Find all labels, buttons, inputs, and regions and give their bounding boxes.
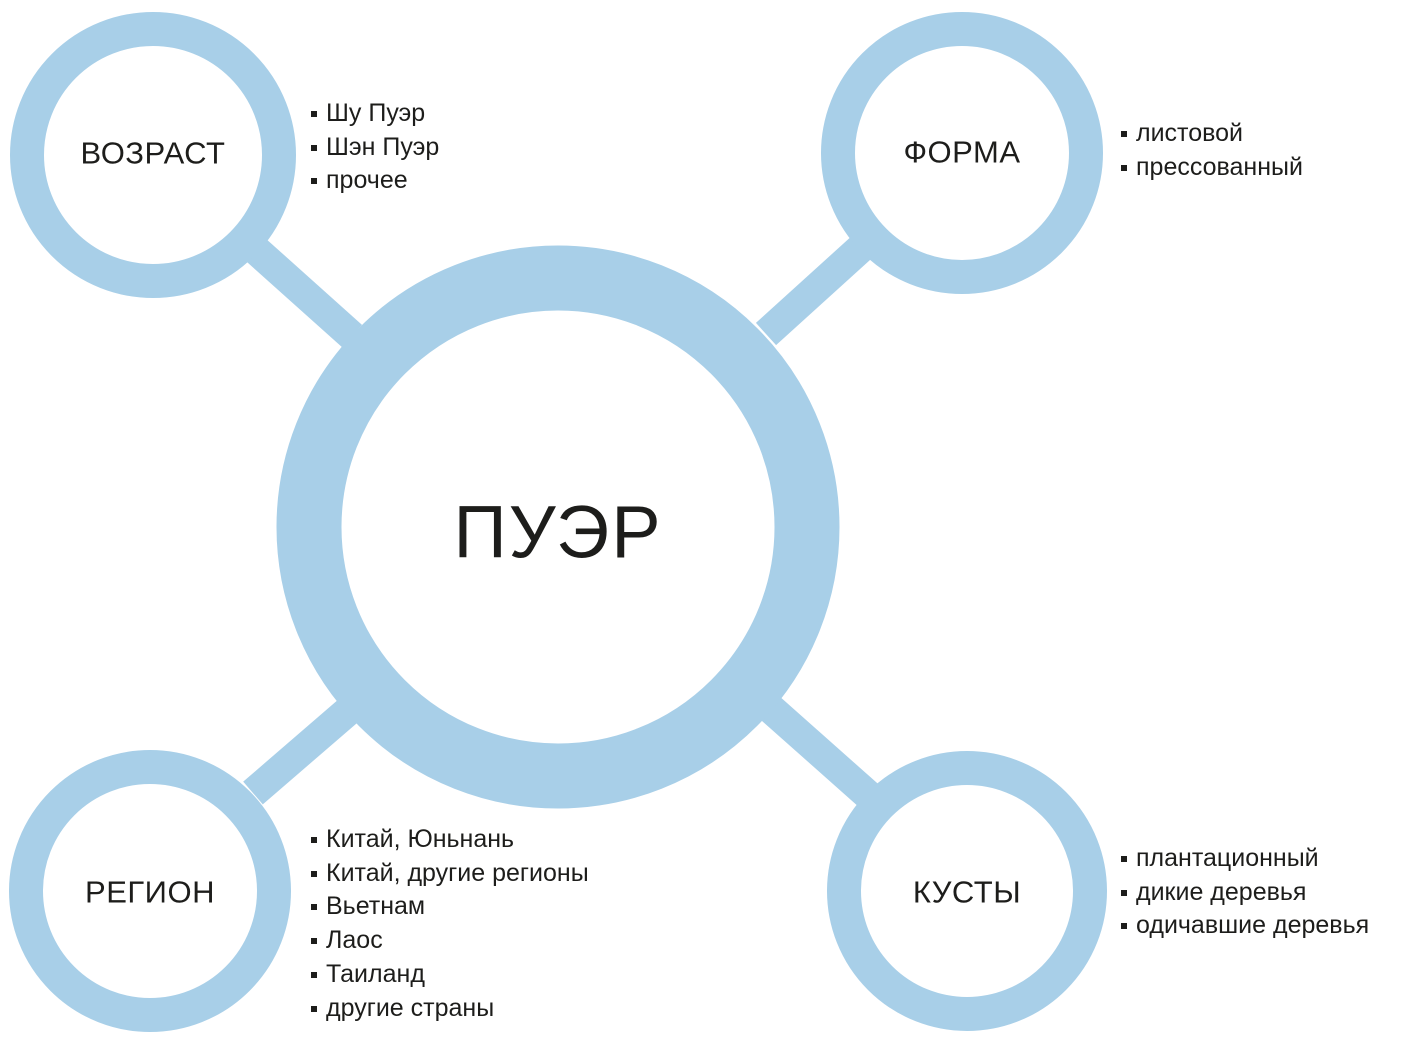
connector-region [243, 699, 358, 805]
list-item: Вьетнам [311, 890, 589, 924]
center-title: ПУЭР [453, 491, 662, 574]
kusty-item-list: плантационный дикие деревья одичавшие де… [1121, 842, 1369, 943]
node-vozrast: ВОЗРАСТ [10, 12, 296, 298]
list-item: Китай, Юньнань [311, 823, 589, 857]
node-forma-ring [821, 12, 1103, 294]
center-node: ПУЭР [276, 245, 840, 809]
list-item: плантационный [1121, 842, 1369, 876]
region-item-list: Китай, Юньнань Китай, другие регионы Вье… [311, 823, 589, 1025]
connector-vozrast [245, 238, 363, 348]
list-item: Таиланд [311, 958, 589, 992]
vozrast-item-list: Шу Пуэр Шэн Пуэр прочее [311, 97, 439, 198]
list-item: Лаос [311, 924, 589, 958]
list-item: Шэн Пуэр [311, 131, 439, 165]
connector-kusty [760, 696, 878, 807]
list-item: одичавшие деревья [1121, 909, 1369, 943]
forma-item-list: листовой прессованный [1121, 117, 1303, 184]
node-kusty: КУСТЫ [827, 751, 1107, 1031]
node-vozrast-ring [10, 12, 296, 298]
node-region: РЕГИОН [9, 750, 291, 1032]
list-item: Шу Пуэр [311, 97, 439, 131]
connector-forma [755, 235, 873, 346]
list-item: прочее [311, 164, 439, 198]
node-forma-label: ФОРМА [903, 135, 1020, 170]
list-item: другие страны [311, 992, 589, 1026]
list-item: листовой [1121, 117, 1303, 151]
center-ring [276, 245, 840, 809]
node-forma: ФОРМА [821, 12, 1103, 294]
list-item: дикие деревья [1121, 876, 1369, 910]
node-region-ring [9, 750, 291, 1032]
node-region-label: РЕГИОН [85, 875, 215, 910]
node-vozrast-label: ВОЗРАСТ [81, 136, 226, 171]
list-item: Китай, другие регионы [311, 857, 589, 891]
node-kusty-ring [827, 751, 1107, 1031]
list-item: прессованный [1121, 151, 1303, 185]
node-kusty-label: КУСТЫ [913, 875, 1021, 910]
